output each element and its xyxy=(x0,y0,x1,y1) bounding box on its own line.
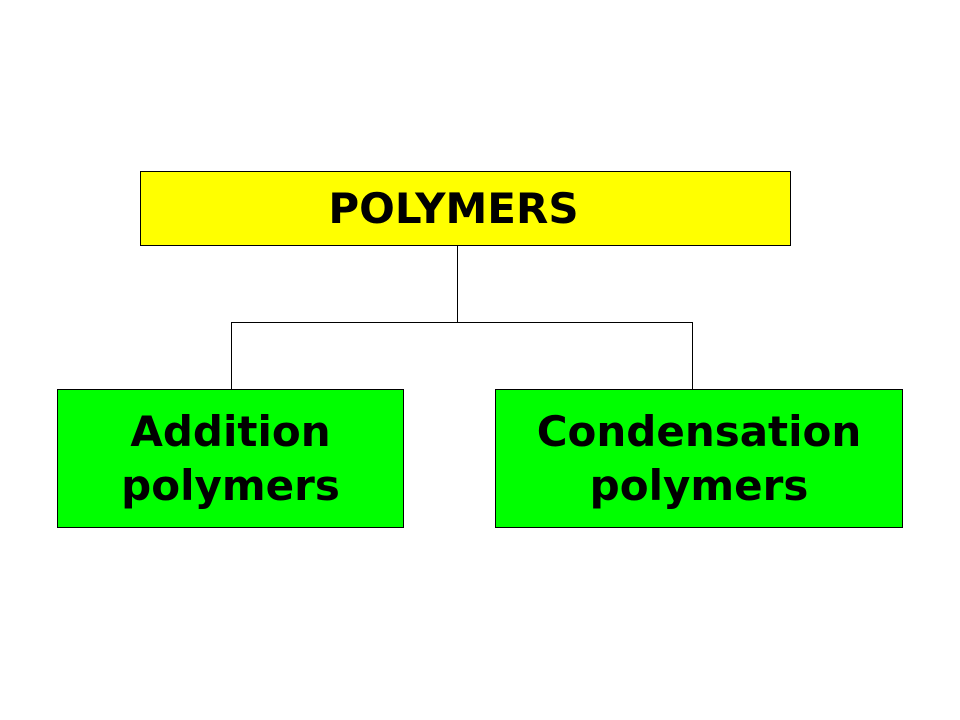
child-node-label-line2: polymers xyxy=(121,460,340,510)
root-node-label: POLYMERS xyxy=(328,184,579,233)
child-node-label-line1: Addition xyxy=(130,406,331,456)
connector-right-drop xyxy=(692,322,693,389)
connector-horizontal-bar xyxy=(231,322,693,323)
child-node-condensation-polymers: Condensation polymers xyxy=(495,389,903,528)
connector-left-drop xyxy=(231,322,232,389)
connector-root-stem xyxy=(457,246,458,323)
child-node-addition-polymers: Addition polymers xyxy=(57,389,404,528)
child-node-label-line2: polymers xyxy=(589,460,809,510)
child-node-label-line1: Condensation xyxy=(536,406,862,456)
root-node-polymers: POLYMERS xyxy=(140,171,791,246)
